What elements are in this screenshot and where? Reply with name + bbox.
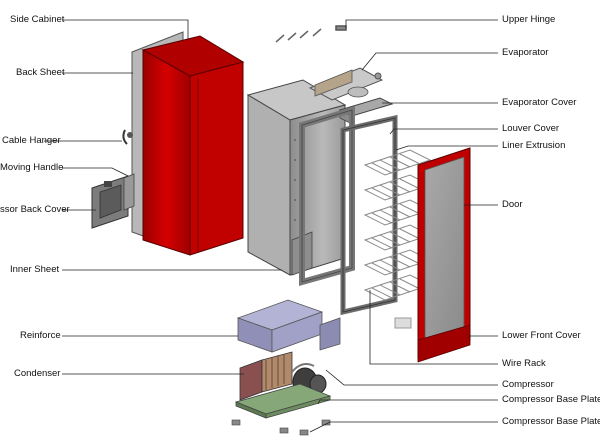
label-back-sheet: Back Sheet bbox=[16, 67, 65, 78]
label-compressor-base-plate-s: Compressor Base Plate S bbox=[502, 416, 600, 427]
inner-sheet-part bbox=[246, 79, 347, 276]
label-evaporator: Evaporator bbox=[502, 47, 549, 58]
reinforce-part bbox=[236, 299, 341, 353]
label-compressor-back-cover: ssor Back Cover bbox=[0, 204, 70, 215]
label-liner-extrusion: Liner Extrusion bbox=[502, 140, 566, 151]
label-cable-hanger: Cable Hanger bbox=[2, 135, 61, 146]
label-evaporator-cover: Evaporator Cover bbox=[502, 97, 577, 108]
label-side-cabinet: Side Cabinet bbox=[10, 14, 65, 25]
label-compressor-base-plate: Compressor Base Plate bbox=[502, 394, 600, 405]
label-condenser: Condenser bbox=[14, 368, 61, 379]
label-moving-handle: Moving Handle bbox=[0, 162, 64, 173]
liner-extrusion-part bbox=[340, 114, 398, 316]
door-part bbox=[417, 147, 471, 363]
compressor-back-cover-part bbox=[91, 173, 135, 229]
louver-cover-part bbox=[299, 105, 355, 286]
label-compressor: Compressor bbox=[502, 379, 554, 390]
label-lower-front-cover: Lower Front Cover bbox=[502, 330, 581, 341]
label-inner-sheet: Inner Sheet bbox=[10, 264, 60, 275]
compressor-base-plate-screw-part bbox=[231, 419, 331, 436]
label-reinforce: Reinforce bbox=[20, 330, 61, 341]
upper-hinge-part bbox=[275, 25, 347, 43]
condenser-part bbox=[239, 351, 293, 401]
compressor-base-plate-part bbox=[234, 383, 332, 419]
leader-lines bbox=[44, 19, 498, 433]
label-door: Door bbox=[502, 199, 523, 210]
label-upper-hinge: Upper Hinge bbox=[502, 14, 556, 25]
label-wire-rack: Wire Rack bbox=[502, 358, 546, 369]
side-cabinet-part bbox=[141, 35, 245, 256]
evaporator-part bbox=[308, 67, 384, 101]
label-louver-cover: Louver Cover bbox=[502, 123, 560, 134]
